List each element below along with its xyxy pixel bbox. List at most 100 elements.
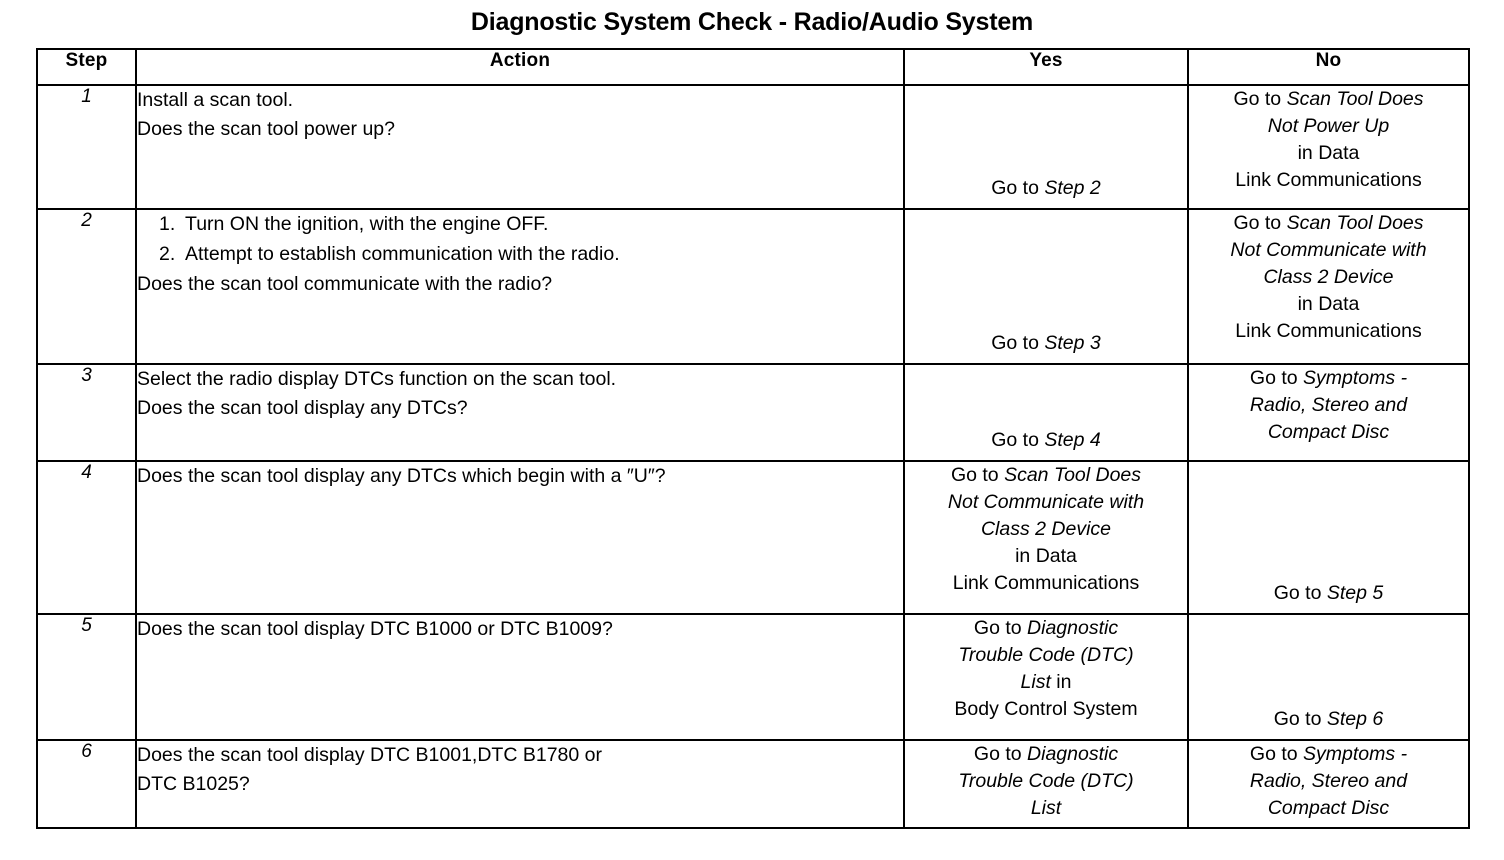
no-branch-cell: Go to Step 6 — [1187, 613, 1470, 741]
branch-line: Go to Step 4 — [905, 427, 1187, 454]
action-line: Does the scan tool power up? — [137, 117, 395, 140]
branch-reference: Compact Disc — [1267, 797, 1390, 819]
branch-reference: Step 4 — [1044, 429, 1101, 451]
branch-text: Go to — [1249, 743, 1304, 765]
yes-branch-cell: Go to Diagnostic Trouble Code (DTC) List — [903, 739, 1189, 829]
step-number: 3 — [36, 363, 137, 462]
step-number: 5 — [36, 613, 137, 741]
table-header-row: Step Action Yes No — [36, 48, 1470, 86]
branch-line: in Data — [1297, 142, 1360, 164]
branch-line: Link Communications — [1235, 320, 1422, 342]
action-ordered-list: 1. Turn ON the ignition, with the engine … — [137, 210, 903, 269]
action-cell: Does the scan tool display DTC B1000 or … — [135, 613, 905, 741]
branch-text: Go to — [1273, 582, 1327, 604]
action-question: Does the scan tool communicate with the … — [137, 273, 553, 296]
no-branch-cell: Go to Symptoms - Radio, Stereo and Compa… — [1187, 363, 1470, 462]
diagnostic-table: Step Action Yes No 1 Install a scan tool… — [36, 48, 1470, 829]
step-number: 1 — [36, 84, 137, 210]
branch-reference: Radio, Stereo and — [1249, 394, 1408, 416]
yes-branch-cell: Go to Step 4 — [903, 363, 1189, 462]
step-number: 4 — [36, 460, 137, 615]
branch-text: Go to — [973, 617, 1028, 639]
branch-text: in — [1050, 671, 1072, 693]
branch-line: Go to Diagnostic — [905, 615, 1187, 642]
branch-line: Go to Step 2 — [905, 175, 1187, 202]
yes-branch-cell: Go to Step 2 — [903, 84, 1189, 210]
branch-reference: Step 3 — [1044, 332, 1101, 354]
branch-reference: Not Power Up — [1267, 115, 1390, 137]
branch-reference: List — [1030, 797, 1062, 819]
table-row: 3 Select the radio display DTCs function… — [36, 363, 1470, 462]
yes-branch-cell: Go to Scan Tool Does Not Communicate wit… — [903, 460, 1189, 615]
action-line: Install a scan tool. — [137, 89, 294, 111]
branch-text: Go to — [950, 464, 1005, 486]
table-row: 6 Does the scan tool display DTC B1001,D… — [36, 739, 1470, 829]
branch-line: Go to Scan Tool Does — [1189, 210, 1468, 237]
branch-reference: Class 2 Device — [1263, 266, 1394, 288]
branch-reference: Scan Tool Does — [1286, 88, 1424, 110]
no-branch-cell: Go to Scan Tool Does Not Communicate wit… — [1187, 208, 1470, 365]
branch-line: Go to Scan Tool Does — [905, 462, 1187, 489]
branch-text: Go to — [1249, 367, 1304, 389]
table-row: 1 Install a scan tool. Does the scan too… — [36, 84, 1470, 210]
yes-branch-cell: Go to Diagnostic Trouble Code (DTC) List… — [903, 613, 1189, 741]
branch-reference: Step 6 — [1326, 708, 1384, 730]
branch-reference: List — [1020, 671, 1051, 693]
action-cell: Install a scan tool. Does the scan tool … — [135, 84, 905, 210]
branch-line: Link Communications — [1235, 169, 1422, 191]
column-header-step: Step — [36, 48, 137, 86]
branch-line: Body Control System — [954, 698, 1138, 720]
action-line: Does the scan tool display DTC B1000 or … — [137, 618, 613, 640]
action-cell: 1. Turn ON the ignition, with the engine … — [135, 208, 905, 365]
branch-reference: Class 2 Device — [980, 518, 1112, 540]
column-header-yes: Yes — [903, 48, 1189, 86]
list-item: 1. Turn ON the ignition, with the engine … — [137, 210, 903, 240]
branch-line: Go to Step 3 — [905, 330, 1187, 357]
list-item: 2.Attempt to establish communication wit… — [137, 240, 903, 270]
branch-reference: Step 5 — [1326, 582, 1384, 604]
branch-text: Go to — [991, 429, 1045, 451]
table-row: 5 Does the scan tool display DTC B1000 o… — [36, 613, 1470, 741]
action-line: Select the radio display DTCs function o… — [137, 368, 617, 390]
yes-branch-cell: Go to Step 3 — [903, 208, 1189, 365]
branch-line: Go to Symptoms - — [1189, 741, 1468, 768]
branch-reference: Not Communicate with — [1230, 239, 1427, 261]
branch-line: Go to Diagnostic — [905, 741, 1187, 768]
table-header: Step Action Yes No — [36, 48, 1470, 86]
action-cell: Does the scan tool display DTC B1001,DTC… — [135, 739, 905, 829]
no-branch-cell: Go to Step 5 — [1187, 460, 1470, 615]
list-item-number: 1. — [159, 213, 176, 235]
branch-reference: Diagnostic — [1027, 743, 1119, 765]
branch-text: Go to — [991, 332, 1045, 354]
branch-reference: Scan Tool Does — [1004, 464, 1142, 486]
page-title: Diagnostic System Check - Radio/Audio Sy… — [470, 8, 1034, 36]
branch-reference: Symptoms - — [1303, 743, 1408, 765]
action-line: Does the scan tool display any DTCs? — [137, 396, 468, 419]
branch-line: Go to Scan Tool Does — [1189, 86, 1468, 113]
branch-text: Go to — [1273, 708, 1327, 730]
branch-text: Go to — [973, 743, 1028, 765]
step-number: 2 — [36, 208, 137, 365]
column-header-no: No — [1187, 48, 1470, 86]
table-row: 4 Does the scan tool display any DTCs wh… — [36, 460, 1470, 615]
column-header-action: Action — [135, 48, 905, 86]
list-item-text: Turn ON the ignition, with the engine OF… — [185, 213, 549, 235]
step-number: 6 — [36, 739, 137, 829]
branch-text: Go to — [991, 177, 1045, 199]
no-branch-cell: Go to Symptoms - Radio, Stereo and Compa… — [1187, 739, 1470, 829]
action-cell: Select the radio display DTCs function o… — [135, 363, 905, 462]
list-item-number: 2. — [159, 242, 176, 265]
branch-text: Go to — [1233, 88, 1287, 110]
branch-reference: Symptoms - — [1303, 367, 1408, 389]
branch-line: Link Communications — [952, 572, 1140, 594]
no-branch-cell: Go to Scan Tool Does Not Power Up in Dat… — [1187, 84, 1470, 210]
table-row: 2 1. Turn ON the ignition, with the engin… — [36, 208, 1470, 365]
branch-line: Go to Step 5 — [1189, 580, 1468, 607]
branch-line: List in — [905, 669, 1187, 696]
action-line: Does the scan tool display any DTCs whic… — [137, 465, 666, 487]
branch-line: Go to Step 6 — [1189, 706, 1468, 733]
table-body: 1 Install a scan tool. Does the scan too… — [36, 84, 1470, 829]
action-line: Does the scan tool display DTC B1001,DTC… — [137, 744, 602, 766]
branch-reference: Step 2 — [1044, 177, 1101, 199]
